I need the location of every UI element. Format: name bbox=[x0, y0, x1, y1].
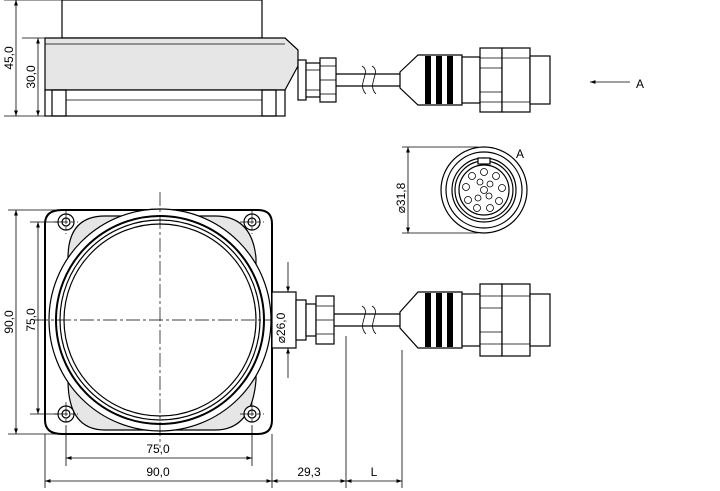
connector-end-view: A ⌀31,8 bbox=[394, 146, 528, 234]
svg-text:⌀26,0: ⌀26,0 bbox=[274, 312, 288, 343]
dim-front-width-inner: 75,0 bbox=[146, 442, 170, 456]
diameter-symbol: ⌀ bbox=[394, 206, 408, 213]
dim-cable-length: L bbox=[371, 465, 378, 479]
dim-gland-diameter: 26,0 bbox=[274, 312, 288, 336]
arrow-label: A bbox=[636, 77, 644, 91]
dim-front-height-inner: 75,0 bbox=[24, 308, 38, 332]
end-view-label: A bbox=[516, 147, 524, 161]
view-direction-arrow: A bbox=[590, 77, 644, 91]
dim-side-height-total: 45,0 bbox=[2, 46, 16, 70]
side-view bbox=[44, 0, 551, 117]
svg-text:⌀31,8: ⌀31,8 bbox=[394, 182, 408, 213]
front-dimensions: 90,0 75,0 ⌀26,0 75,0 90,0 29,3 L bbox=[2, 209, 403, 488]
side-dimensions: 45,0 30,0 bbox=[2, 0, 62, 117]
dim-side-height-body: 30,0 bbox=[24, 65, 38, 89]
dim-front-width-outer: 90,0 bbox=[146, 465, 170, 479]
front-view bbox=[34, 192, 551, 448]
dim-connector-offset: 29,3 bbox=[297, 465, 321, 479]
diameter-symbol-gland: ⌀ bbox=[274, 336, 288, 343]
dim-front-height-outer: 90,0 bbox=[2, 310, 16, 334]
dim-connector-diameter: 31,8 bbox=[394, 182, 408, 206]
